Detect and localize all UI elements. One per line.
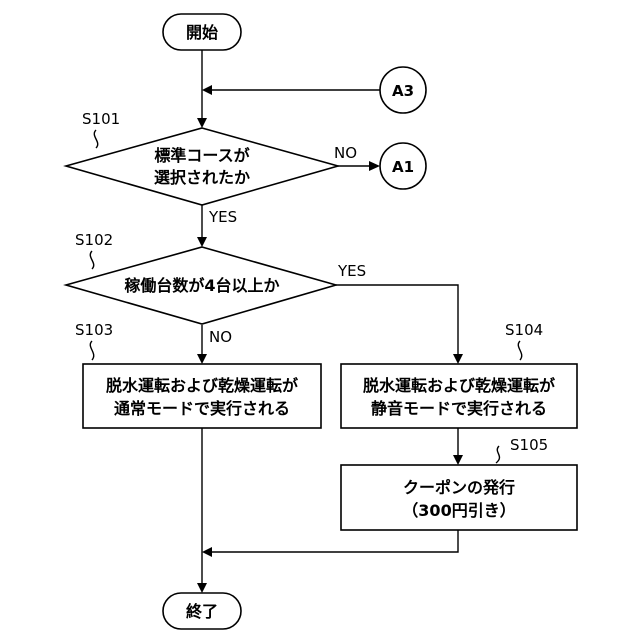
arrowhead-a3-left	[202, 85, 212, 95]
branch-label-d2-yes: YES	[337, 262, 366, 280]
process-issue-coupon	[341, 465, 577, 530]
leader-s103	[90, 341, 93, 360]
arrowhead-main-down-4	[197, 583, 207, 593]
process-quiet-mode-line2: 静音モードで実行される	[371, 399, 547, 418]
arrowhead-main-down-2	[197, 237, 207, 247]
branch-label-d1-no: NO	[334, 144, 357, 162]
process-normal-mode	[83, 364, 321, 428]
leader-s105	[496, 446, 499, 463]
decision-standard-course-line1: 標準コースが	[154, 146, 249, 165]
arrowhead-merge-left	[202, 547, 212, 557]
process-quiet-mode	[341, 364, 577, 428]
process-normal-mode-line1: 脱水運転および乾燥運転が	[106, 376, 298, 395]
process-quiet-mode-line1: 脱水運転および乾燥運転が	[363, 376, 555, 395]
arrowhead-main-down-1	[197, 118, 207, 128]
branch-label-d1-yes: YES	[208, 208, 237, 226]
leader-s102	[90, 251, 93, 269]
leader-s101	[94, 130, 97, 148]
step-label-s104: S104	[505, 321, 543, 339]
process-normal-mode-line2: 通常モードで実行される	[114, 399, 290, 418]
decision-standard-course	[66, 128, 338, 205]
step-label-s103: S103	[75, 321, 113, 339]
arrowhead-no-right	[369, 161, 380, 171]
leader-s104	[518, 341, 521, 360]
process-issue-coupon-line2: （300円引き）	[402, 501, 515, 520]
branch-label-d2-no: NO	[209, 328, 232, 346]
process-issue-coupon-line1: クーポンの発行	[403, 478, 515, 497]
line-decision2-to-p104	[336, 285, 458, 357]
line-p105-to-merge	[210, 530, 458, 552]
end-terminal-label: 終了	[186, 602, 218, 621]
arrowhead-right-down-2	[453, 455, 463, 465]
start-terminal-label: 開始	[186, 23, 218, 42]
decision-unit-count-label: 稼働台数が4台以上か	[124, 276, 279, 295]
step-label-s102: S102	[75, 231, 113, 249]
arrowhead-main-down-3	[197, 354, 207, 364]
step-label-s105: S105	[510, 436, 548, 454]
arrowhead-right-down-1	[453, 354, 463, 364]
step-label-s101: S101	[82, 110, 120, 128]
connector-a3-label: A3	[392, 82, 414, 100]
decision-standard-course-line2: 選択されたか	[154, 168, 250, 187]
connector-a1-label: A1	[392, 158, 414, 176]
